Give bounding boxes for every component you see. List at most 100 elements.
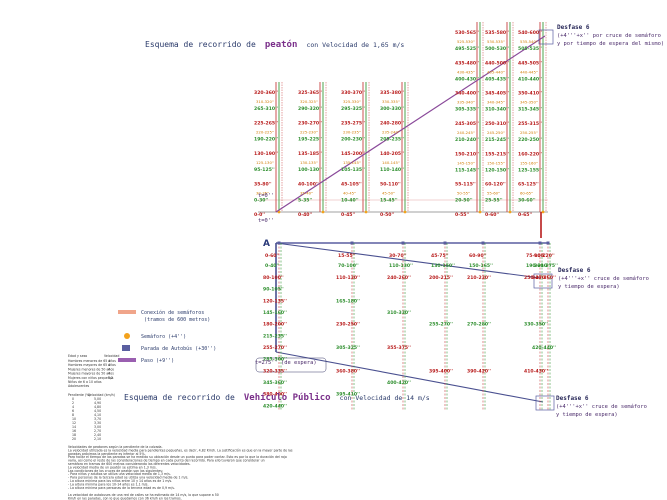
ped-green-label: 110-140'' [380, 167, 404, 173]
bus-desfase-bot-note: Desfase 6 (+4'''+x'' cruce de semáforo y… [556, 395, 647, 418]
ped-red-label: 160-220'' [518, 151, 542, 157]
ped-red-label: 135-185'' [298, 151, 322, 157]
ped-red-label: 440-500'' [485, 60, 509, 66]
ped-green-label: 205-235'' [380, 137, 404, 143]
ped-orange-label: 45-50'' [382, 191, 395, 196]
ped-green-label: 15-45'' [380, 198, 398, 204]
bus-desfase-bot-line2: (+4'''+x'' cruce de semáforo [556, 403, 647, 410]
bus-left-label: 395-400'' [429, 368, 453, 374]
ped-red-label: 0-60'' [485, 212, 499, 218]
table-row-label: Mujeres mayores de 50 años [68, 372, 114, 376]
table-row-value: 4 [108, 367, 110, 371]
ped-orange-label: 340-345'' [487, 100, 505, 105]
bus-left-label: 420-440'' [532, 345, 556, 351]
bus-wait-box [255, 357, 327, 373]
ped-semaphore-mark [541, 210, 545, 214]
bus-top-label: 90-120'' [534, 253, 555, 259]
bus-left-label: 360-380'' [336, 368, 360, 374]
bus-stop-mark [277, 241, 281, 245]
bus-left-label: 390-420'' [467, 368, 491, 374]
bus-left-label: 330-350'' [524, 322, 548, 328]
ped-semaphore-mark [478, 210, 482, 214]
bus-left-label: 310-330'' [387, 310, 411, 316]
ped-green-label: 410-440'' [518, 76, 542, 82]
ped-red-label: 255-315'' [518, 121, 542, 127]
table-row-value: 4 [108, 372, 110, 376]
bus-top-label: 150-165'' [469, 263, 493, 269]
ped-orange-label: 250-255'' [520, 130, 538, 135]
bus-left-label: 215-235'' [263, 333, 287, 339]
bus-left-label: 210-230'' [467, 275, 491, 281]
ped-red-label: 0-0'' [254, 212, 265, 218]
perc-row-value: 2,70 [94, 429, 101, 433]
bus-point-a: A [263, 239, 270, 249]
ped-orange-label: 330-335'' [382, 99, 400, 104]
ped-green-label: 305-335'' [455, 107, 479, 113]
note-line: - La altura mínima para personas de la t… [68, 486, 175, 490]
ped-green-label: 400-430'' [455, 76, 479, 82]
note-line: paradas próximas la pendiente es inferio… [68, 452, 146, 456]
note-line: Las condiciones de los cruces de peatón … [68, 469, 163, 473]
bus-stop-mark [401, 241, 405, 245]
bus-desfase-bot-line1: Desfase 6 [556, 395, 589, 402]
ped-red-label: 330-370'' [341, 90, 365, 96]
bus-title-em: Vehículo Público [244, 392, 331, 403]
ped-green-label: 290-320'' [298, 106, 322, 112]
ped-green-label: 505-535'' [518, 46, 542, 52]
note-line: - Para niños y adultos se utiliza una ve… [68, 472, 171, 476]
ped-orange-label: 325-330'' [343, 99, 361, 104]
ped-orange-label: 230-235'' [343, 130, 361, 135]
bus-left-label: 285-300'' [263, 357, 287, 363]
note-line: semáforo en tramos de 600 metros conside… [68, 462, 191, 466]
ped-orange-label: 310-320'' [256, 99, 274, 104]
table-row-label: Niños de 6 a 10 años [68, 380, 102, 384]
bus-left-label: 395-410'' [336, 392, 360, 398]
bus-left-label: 120-135'' [263, 298, 287, 304]
ped-walk-line [275, 35, 546, 213]
ped-semaphore-mark [277, 210, 281, 214]
table-row-label: Mujeres menores de 50 años [68, 367, 114, 371]
ped-green-label: 495-525'' [455, 46, 479, 52]
ped-red-label: 225-265'' [254, 121, 278, 127]
legend-label: Paso (+9'') [141, 358, 174, 364]
ped-semaphore-mark [403, 210, 407, 214]
bus-stop-mark [481, 241, 485, 245]
ped-orange-label: 240-245'' [457, 130, 475, 135]
ped-t-label-1: t=0'' [258, 193, 274, 199]
table-heading-1: Edad y sexo [68, 354, 87, 358]
note-line: - Para personas de la tercera edad se ut… [68, 476, 188, 480]
ped-green-label: 190-220'' [254, 137, 278, 143]
legend-sub-label: (tramos de 600 metros) [144, 317, 210, 323]
ped-orange-label: 150-155'' [487, 160, 505, 165]
bus-left-label: 255-270'' [429, 322, 453, 328]
note-line: La velocidad utilizada es la velocidad m… [68, 448, 293, 452]
ped-orange-label: 60-65'' [520, 191, 533, 196]
perc-row-label: 16 [72, 429, 76, 433]
perc-heading-1: Pendiente (%) [68, 393, 90, 397]
bus-left-label: 145-160'' [263, 310, 287, 316]
ped-green-label: 105-135'' [341, 167, 365, 173]
perc-row-label: 12 [72, 421, 76, 425]
bus-desfase-box-top [533, 273, 553, 289]
note-line: La velocidad media de un peatón se estim… [68, 465, 157, 469]
table-row-value: 3,2 [108, 376, 113, 380]
ped-green-label: 0-30'' [254, 198, 268, 204]
ped-red-label: 0-65'' [518, 212, 532, 218]
ped-green-label: 95-125'' [254, 167, 275, 173]
legend-dot-swatch [124, 333, 130, 339]
bus-desfase-top-line3: y tiempo de espera) [558, 284, 620, 290]
ped-orange-label: 530-535'' [487, 39, 505, 44]
bus-left-label: 240-260'' [387, 275, 411, 281]
bus-left-label: 165-180'' [336, 298, 360, 304]
perc-row-value: 2,10 [94, 437, 101, 441]
bus-title-prefix: Esquema de recorrido de [124, 393, 235, 402]
bus-left-label: 345-360'' [263, 380, 287, 386]
ped-orange-label: 130-135'' [300, 160, 318, 165]
ped-orange-label: 525-530'' [457, 39, 475, 44]
ped-orange-label: 40-45'' [343, 191, 356, 196]
bus-left-label: 305-325'' [336, 345, 360, 351]
ped-green-label: 315-345'' [518, 107, 542, 113]
bus-title-speed: con Velocidad de 14 m/s [340, 394, 430, 402]
ped-desfase-line1: Desfase 6 [557, 24, 590, 31]
